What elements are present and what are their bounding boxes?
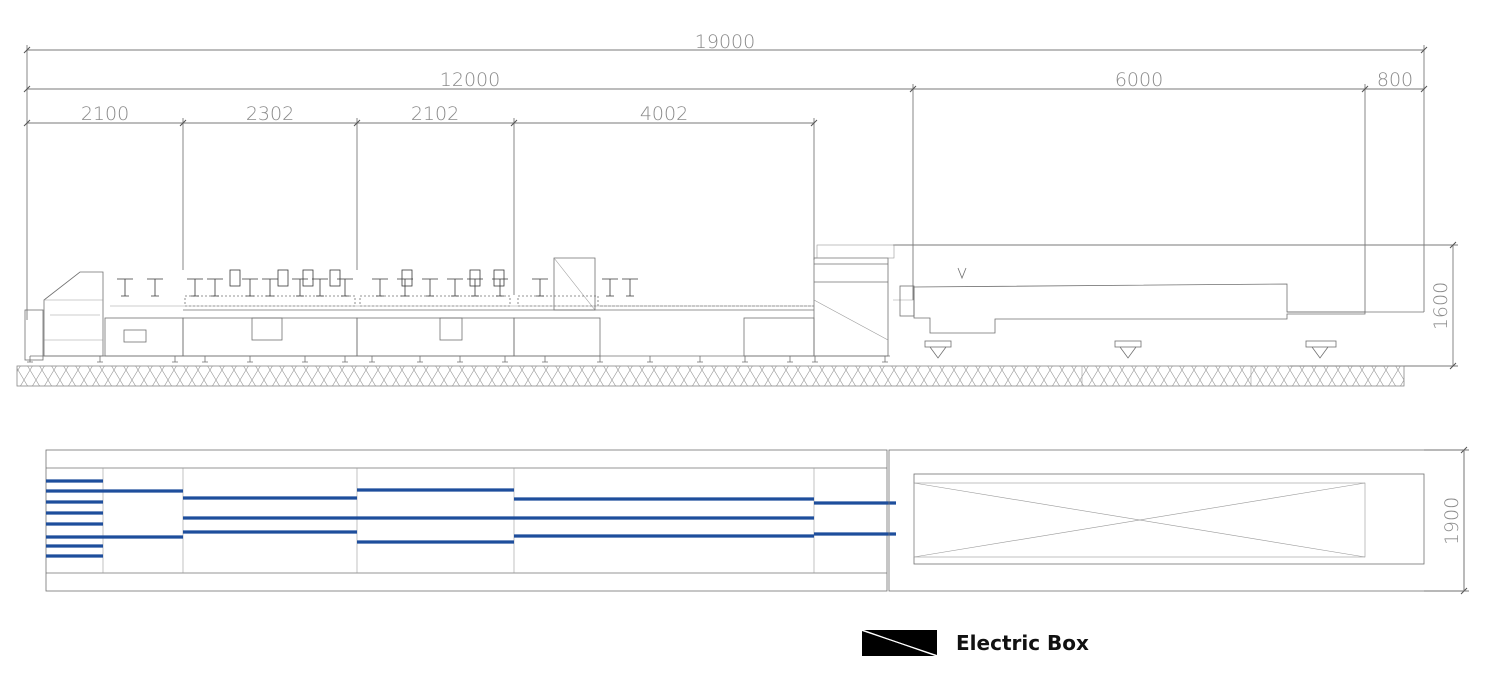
dimension-conveyor-label: 6000 [1115,69,1163,91]
machine-foot [417,356,423,363]
adjustment-wheel [622,278,638,297]
adjustment-wheel [147,278,163,297]
adjustment-wheel [187,278,203,297]
machine-foot [302,356,308,363]
machine-foot [812,356,818,363]
adjustment-wheel [262,278,278,297]
top-adjustment-wheels [117,278,638,297]
machine-feet [27,356,888,363]
dimension-height-label: 1600 [1430,282,1452,330]
adjustment-wheel [292,278,308,297]
adjustment-wheel [372,278,388,297]
adjustment-wheel [467,278,483,297]
adjustment-wheel [602,278,618,297]
dimension-modules: 2100 2302 2102 4002 [23,103,818,295]
electric-box-label: Electric Box [956,631,1089,655]
machine-foot [697,356,703,363]
dimension-second-row: 12000 6000 800 [23,69,1428,312]
dimension-width-label: 1900 [1441,497,1463,545]
machine-foot [27,356,33,363]
adjustment-wheel [312,278,328,297]
electric-box-symbol [861,629,938,657]
dimension-total: 19000 [23,31,1428,320]
side-elevation [16,244,1424,387]
delivery-plan [888,449,1465,592]
adjustment-wheel [242,278,258,297]
machine-foot [597,356,603,363]
machine-foot [502,356,508,363]
machine-foot [172,356,178,363]
machine-foot [247,356,253,363]
electric-cabinet [813,244,895,357]
plan-view [45,449,1465,592]
adjustment-wheel [337,278,353,297]
dimension-height: 1600 [893,241,1458,370]
machine-foot [742,356,748,363]
dimension-module-2-label: 2302 [246,103,294,125]
adjustment-wheel [492,278,508,297]
feeder-module [24,271,184,361]
machine-foot [647,356,653,363]
machine-foot [882,356,888,363]
machine-foot [342,356,348,363]
adjustment-wheel [532,278,548,297]
machine-foot [542,356,548,363]
dimension-width: 1900 [1424,446,1469,595]
dimension-end-label: 800 [1377,69,1413,91]
dimension-chains: 19000 12000 6000 800 2100 2302 2102 [23,31,1469,595]
legend: Electric Box [861,629,1089,657]
adjustment-wheel [422,278,438,297]
dimension-module-1-label: 2100 [81,103,129,125]
machine-foot [369,356,375,363]
adjustment-wheel [447,278,463,297]
machine-foot [202,356,208,363]
machine-foot [97,356,103,363]
floor-hatch [16,365,1405,387]
folding-module-2 [356,269,515,357]
conveyor-feet [924,340,1337,359]
dimension-module-3-label: 2102 [411,103,459,125]
dimension-total-label: 19000 [695,31,755,53]
adjustment-wheel [397,278,413,297]
adjustment-wheel [207,278,223,297]
machine-foot [457,356,463,363]
adjustment-wheel [117,278,133,297]
dimension-module-4-label: 4002 [640,103,688,125]
folding-module-3 [513,257,815,357]
dimension-section-label: 12000 [440,69,500,91]
machine-foot [787,356,793,363]
delivery-conveyor [893,267,1424,334]
belt-lines [46,479,896,558]
